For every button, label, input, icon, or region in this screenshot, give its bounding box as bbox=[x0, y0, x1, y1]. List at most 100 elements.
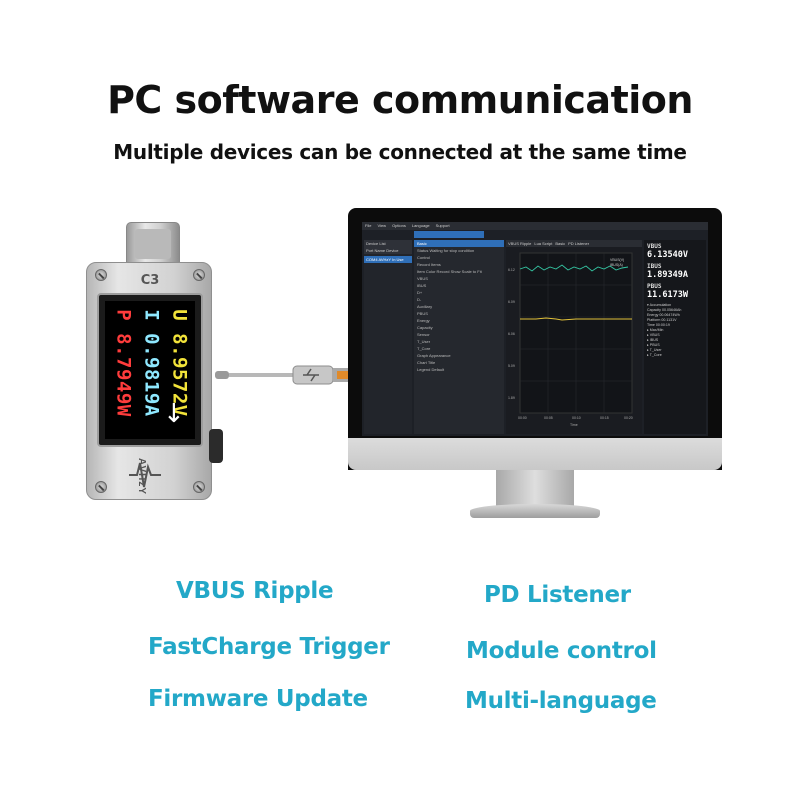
panel-line[interactable]: T_User bbox=[417, 339, 431, 344]
menu-item[interactable]: Language bbox=[411, 223, 430, 228]
usb-meter-device: C3 U 8.9572V I 0.9819A P 8.7949W ↓ AVHzY bbox=[86, 262, 223, 500]
ibus-label: IBUS bbox=[647, 263, 662, 270]
usb-cable bbox=[215, 365, 351, 385]
panel-line[interactable]: T_Core bbox=[417, 346, 431, 351]
tree-item-tcore[interactable]: ▸ T_Core bbox=[647, 353, 662, 357]
menu-bar: File View Options Language Support bbox=[362, 222, 708, 230]
screw-icon bbox=[193, 481, 205, 493]
panel-line[interactable]: D+ bbox=[417, 290, 423, 295]
legend-vbus: VBUS(V) bbox=[610, 258, 624, 262]
tree-item-vbus[interactable]: ▸ VBUS bbox=[647, 333, 660, 337]
vbus-series-line bbox=[519, 264, 629, 272]
y-tick: 6.09 bbox=[508, 300, 515, 304]
arrow-down-icon: ↓ bbox=[163, 399, 185, 429]
device-tab[interactable]: AVHzY CT3 SN:8A0B0C5D bbox=[414, 231, 484, 245]
y-tick: 1.89 bbox=[508, 396, 515, 400]
menu-item[interactable]: File bbox=[365, 223, 372, 228]
pbus-label: PBUS bbox=[647, 283, 662, 290]
monitor: File View Options Language Support AVHzY… bbox=[348, 208, 722, 470]
x-axis-label: Time bbox=[570, 423, 578, 427]
x-tick: 00:05 bbox=[544, 416, 553, 420]
capacity-value: Capacity 00.05646Ah bbox=[647, 308, 682, 312]
lcd-screen: U 8.9572V I 0.9819A P 8.7949W ↓ bbox=[105, 301, 195, 439]
vbus-label: VBUS bbox=[647, 243, 662, 250]
panel-line: Graph Appearance bbox=[417, 353, 451, 358]
tree-item-pbus[interactable]: ▸ PBUS bbox=[647, 343, 660, 347]
column-port: Port bbox=[366, 248, 374, 253]
x-tick: 00:00 bbox=[518, 416, 527, 420]
pbus-value: 11.6173W bbox=[647, 290, 688, 300]
device-model-label: C3 bbox=[140, 273, 160, 288]
ibus-value: 1.89349A bbox=[647, 270, 688, 280]
page-subtitle: Multiple devices can be connected at the… bbox=[113, 140, 687, 164]
menu-item[interactable]: Options bbox=[392, 223, 406, 228]
panel-line: Auxiliary bbox=[417, 304, 433, 309]
x-tick: 00:10 bbox=[572, 416, 581, 420]
vbus-value: 6.13540V bbox=[647, 250, 688, 260]
x-tick: 00:15 bbox=[600, 416, 609, 420]
accumulation-header[interactable]: ▾ Accumulation bbox=[647, 303, 672, 307]
monitor-stand bbox=[496, 470, 574, 510]
tree-item-ibus[interactable]: ▸ IBUS bbox=[647, 338, 659, 342]
y-tick: 6.06 bbox=[508, 332, 515, 336]
status-line: Status Waiting for stop condition bbox=[417, 248, 475, 253]
voltage-letter: U bbox=[169, 309, 192, 322]
panel-line: Record Items bbox=[417, 262, 441, 267]
current-letter: I bbox=[141, 309, 164, 322]
y-tick: 6.12 bbox=[508, 268, 515, 272]
panel-line[interactable]: IBUS bbox=[417, 283, 427, 288]
y-tick: 5.09 bbox=[508, 364, 515, 368]
feature-fastcharge-trigger: FastCharge Trigger bbox=[148, 634, 390, 660]
monitor-chin bbox=[348, 438, 722, 470]
brand-label: AVHzY bbox=[136, 457, 148, 496]
power-letter: P bbox=[113, 309, 136, 322]
page-title: PC software communication bbox=[107, 78, 693, 122]
energy-value: Energy 00.06474Wh bbox=[647, 313, 680, 317]
tree-item-tuser[interactable]: ▸ T_User bbox=[647, 348, 662, 352]
panel-line: Item Color Record Show Scale to Fit bbox=[417, 269, 482, 274]
menu-item[interactable]: Support bbox=[435, 223, 450, 228]
ibus-series-line bbox=[520, 317, 632, 321]
power-reading: P 8.7949W bbox=[113, 301, 135, 425]
lcd-bezel: U 8.9572V I 0.9819A P 8.7949W ↓ bbox=[97, 293, 203, 447]
tab-basic-chart[interactable]: Basic bbox=[555, 241, 566, 246]
device-list-columns: Port Name Device bbox=[364, 247, 412, 254]
column-name: Name bbox=[374, 248, 386, 253]
panel-line[interactable]: Energy bbox=[417, 318, 430, 323]
tab-lua-script[interactable]: Lua Script bbox=[534, 241, 553, 246]
pc-software-window: File View Options Language Support AVHzY… bbox=[362, 222, 708, 436]
feature-vbus-ripple: VBUS Ripple bbox=[176, 578, 334, 604]
tree-item-maxmin[interactable]: ▸ Max/Min bbox=[647, 328, 664, 332]
tab-pd-listener[interactable]: PD Listener bbox=[568, 241, 590, 246]
screw-icon bbox=[95, 481, 107, 493]
waveform-logo-icon bbox=[129, 462, 161, 488]
readout-panel: VBUS 6.13540V IBUS 1.89349A PBUS 11.6173… bbox=[644, 240, 706, 434]
menu-item[interactable]: View bbox=[377, 223, 387, 228]
device-list-header: Device List bbox=[364, 240, 412, 247]
chart-area: VBUS Ripple Lua Script Basic PD Listener… bbox=[506, 240, 642, 434]
panel-line[interactable]: PBUS bbox=[417, 311, 428, 316]
device-row[interactable]: COM4 AVHzY In Use bbox=[364, 256, 412, 263]
platform-value: Platform 00.1131V bbox=[647, 318, 677, 322]
tab-basic[interactable]: Basic bbox=[414, 240, 504, 247]
monitor-foot bbox=[470, 504, 600, 518]
column-device: Device bbox=[386, 248, 399, 253]
chart-tabs: VBUS Ripple Lua Script Basic PD Listener bbox=[506, 240, 642, 247]
panel-line[interactable]: Chart Title bbox=[417, 360, 436, 365]
time-value: Time 00:00:19 bbox=[647, 323, 670, 327]
screw-icon bbox=[193, 269, 205, 281]
current-value: 0.9819A bbox=[141, 333, 164, 417]
feature-module-control: Module control bbox=[466, 638, 657, 664]
panel-line[interactable]: D- bbox=[417, 297, 422, 302]
panel-line: Sensor bbox=[417, 332, 430, 337]
control-line[interactable]: Control bbox=[417, 255, 430, 260]
tab-vbus-ripple[interactable]: VBUS Ripple bbox=[508, 241, 532, 246]
panel-line[interactable]: VBUS bbox=[417, 276, 428, 281]
settings-panel: Basic Status Waiting for stop condition … bbox=[414, 240, 504, 434]
feature-firmware-update: Firmware Update bbox=[148, 686, 368, 712]
x-tick: 00:20 bbox=[624, 416, 633, 420]
device-list-sidebar: Device List Port Name Device COM4 AVHzY … bbox=[364, 240, 412, 434]
scroll-wheel-knob bbox=[209, 429, 223, 463]
panel-line[interactable]: Legend Default bbox=[417, 367, 445, 372]
panel-line[interactable]: Capacity bbox=[417, 325, 433, 330]
